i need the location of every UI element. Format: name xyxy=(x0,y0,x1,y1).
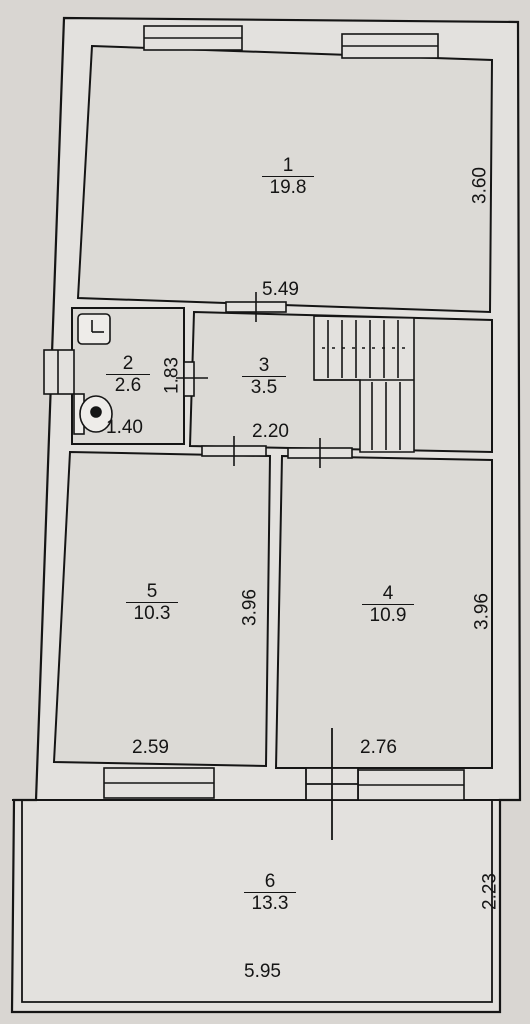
window-bottom-right xyxy=(357,769,465,801)
room-2-number: 2 xyxy=(122,353,134,374)
room-3-number: 3 xyxy=(258,355,270,376)
door-room-4 xyxy=(287,438,353,468)
window-bottom-left xyxy=(103,767,215,799)
dim-room-6-width: 5.95 xyxy=(244,961,281,982)
dim-room-1-width: 5.49 xyxy=(262,279,299,300)
toilet-icon xyxy=(73,393,113,435)
door-room-5 xyxy=(201,436,267,466)
dim-room-1-depth: 3.60 xyxy=(469,167,491,204)
room-6-area: 13.3 xyxy=(244,891,296,914)
room-3-label: 3 3.5 xyxy=(242,356,286,398)
balcony-rail xyxy=(21,800,493,1003)
room-1-number: 1 xyxy=(282,155,294,176)
room-6-number: 6 xyxy=(264,871,276,892)
room-4-number: 4 xyxy=(382,583,394,604)
room-2-area: 2.6 xyxy=(106,373,150,396)
dim-room-2-width: 1.40 xyxy=(106,417,143,438)
sink-icon xyxy=(77,313,111,345)
room-1-area: 19.8 xyxy=(262,175,314,198)
window-left xyxy=(43,349,75,395)
room-1-label: 1 19.8 xyxy=(262,156,314,198)
room-4-area: 10.9 xyxy=(362,603,414,626)
dim-room-5-depth: 3.96 xyxy=(239,589,261,626)
room-4-outline xyxy=(274,454,493,769)
dim-room-4-width: 2.76 xyxy=(360,737,397,758)
door-room-2 xyxy=(176,361,208,397)
balcony-door xyxy=(305,728,359,840)
window-top-left xyxy=(143,25,243,51)
room-2-label: 2 2.6 xyxy=(106,354,150,396)
room-3-area: 3.5 xyxy=(242,375,286,398)
room-5-area: 10.3 xyxy=(126,601,178,624)
door-room-1 xyxy=(225,292,287,322)
window-top-right xyxy=(341,33,439,59)
room-5-label: 5 10.3 xyxy=(126,582,178,624)
dim-room-4-depth: 3.96 xyxy=(471,593,493,630)
staircase xyxy=(313,315,415,453)
dim-room-6-depth: 2.23 xyxy=(479,873,501,910)
room-6-label: 6 13.3 xyxy=(244,872,296,914)
dim-room-2-depth: 1.83 xyxy=(161,357,183,394)
room-5-number: 5 xyxy=(146,581,158,602)
dim-room-5-width: 2.59 xyxy=(132,737,169,758)
room-4-label: 4 10.9 xyxy=(362,584,414,626)
dim-room-3-width: 2.20 xyxy=(252,421,289,442)
